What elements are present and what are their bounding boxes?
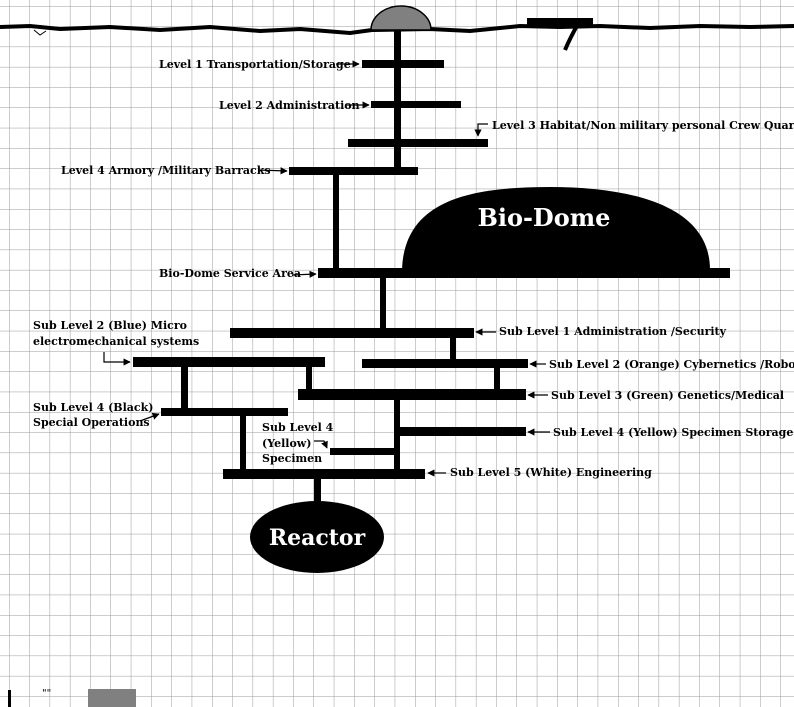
sub-level-2-orange-platform (362, 359, 528, 368)
sub-level-4-yellow-label-line1: Sub Level 4 (262, 421, 334, 434)
sub-level-4-yellow-arrow (314, 440, 328, 449)
ground-debris (33, 29, 47, 36)
sub-level-5-white-platform (223, 469, 425, 479)
level-1-platform (362, 60, 444, 68)
blue-right-connector (306, 362, 312, 392)
sub-level-4-yellow-storage-platform (398, 427, 526, 436)
surface-structure (527, 18, 593, 28)
sub-level-1-connector (450, 334, 456, 362)
reactor-label: Reactor (269, 525, 366, 551)
green-down-shaft (394, 397, 400, 475)
sub-level-4-yellow-label-line3: Specimen (262, 452, 322, 465)
level-4-label: Level 4 Armory /Military Barracks (61, 164, 271, 177)
reactor-shape (250, 501, 384, 573)
sub-level-2-blue-label-line1: Sub Level 2 (Blue) Micro (33, 319, 187, 332)
sub-level-4-yellow-label-line2: (Yellow) (262, 437, 311, 450)
sub-level-4-yellow-storage-label: Sub Level 4 (Yellow) Specimen Storage (553, 426, 793, 439)
sub-level-2-blue-arrow (103, 352, 131, 366)
orange-connector (494, 364, 500, 392)
black-connector (240, 414, 246, 474)
level-1-label: Level 1 Transportation/Storage (159, 58, 351, 71)
level-3-platform (348, 139, 488, 147)
sub-level-2-blue-label-line2: electromechanical systems (33, 335, 199, 348)
biodome-label: Bio-Dome (478, 203, 611, 232)
lower-shaft (380, 276, 386, 330)
sub-level-5-white-label: Sub Level 5 (White) Engineering (450, 466, 652, 479)
level-4-platform (289, 167, 418, 175)
level-3-arrow (474, 123, 488, 137)
surface-antenna (563, 23, 580, 51)
level-2-platform (371, 101, 461, 108)
sub-level-1-label: Sub Level 1 Administration /Security (499, 325, 727, 338)
level-4-connector (333, 171, 339, 273)
service-area-arrow (291, 270, 317, 278)
sub-level-4-black-arrow (139, 412, 160, 422)
sub-level-2-orange-label: Sub Level 2 (Orange) Cybernetics /Roboti… (549, 358, 794, 371)
sub-level-4-black-label-line1: Sub Level 4 (Black) (33, 401, 153, 414)
level-2-label: Level 2 Administration (219, 99, 360, 112)
biodome-shape (402, 187, 710, 270)
sub-level-4-black-platform (161, 408, 288, 416)
biodome-service-platform (318, 268, 730, 278)
sub-level-2-blue-platform (133, 357, 325, 367)
service-area-label: Bio-Dome Service Area (159, 267, 301, 280)
bottom-quote-glyph: "" (42, 688, 51, 699)
reactor-connector (314, 476, 321, 504)
bottom-left-mark (8, 690, 11, 707)
blue-left-connector (181, 362, 188, 414)
bottom-gray-block (88, 689, 136, 707)
level-3-label: Level 3 Habitat/Non military personal Cr… (492, 119, 794, 132)
sub-level-3-green-label: Sub Level 3 (Green) Genetics/Medical (551, 389, 784, 402)
level-4-arrow (257, 167, 288, 175)
sub-level-3-green-platform (298, 389, 526, 400)
sub-level-4-black-label-line2: Special Operations (33, 416, 150, 429)
sub-level-4-yellow-specimen-platform (330, 448, 397, 455)
surface-dome (370, 5, 432, 31)
sub-level-1-platform (230, 328, 474, 338)
